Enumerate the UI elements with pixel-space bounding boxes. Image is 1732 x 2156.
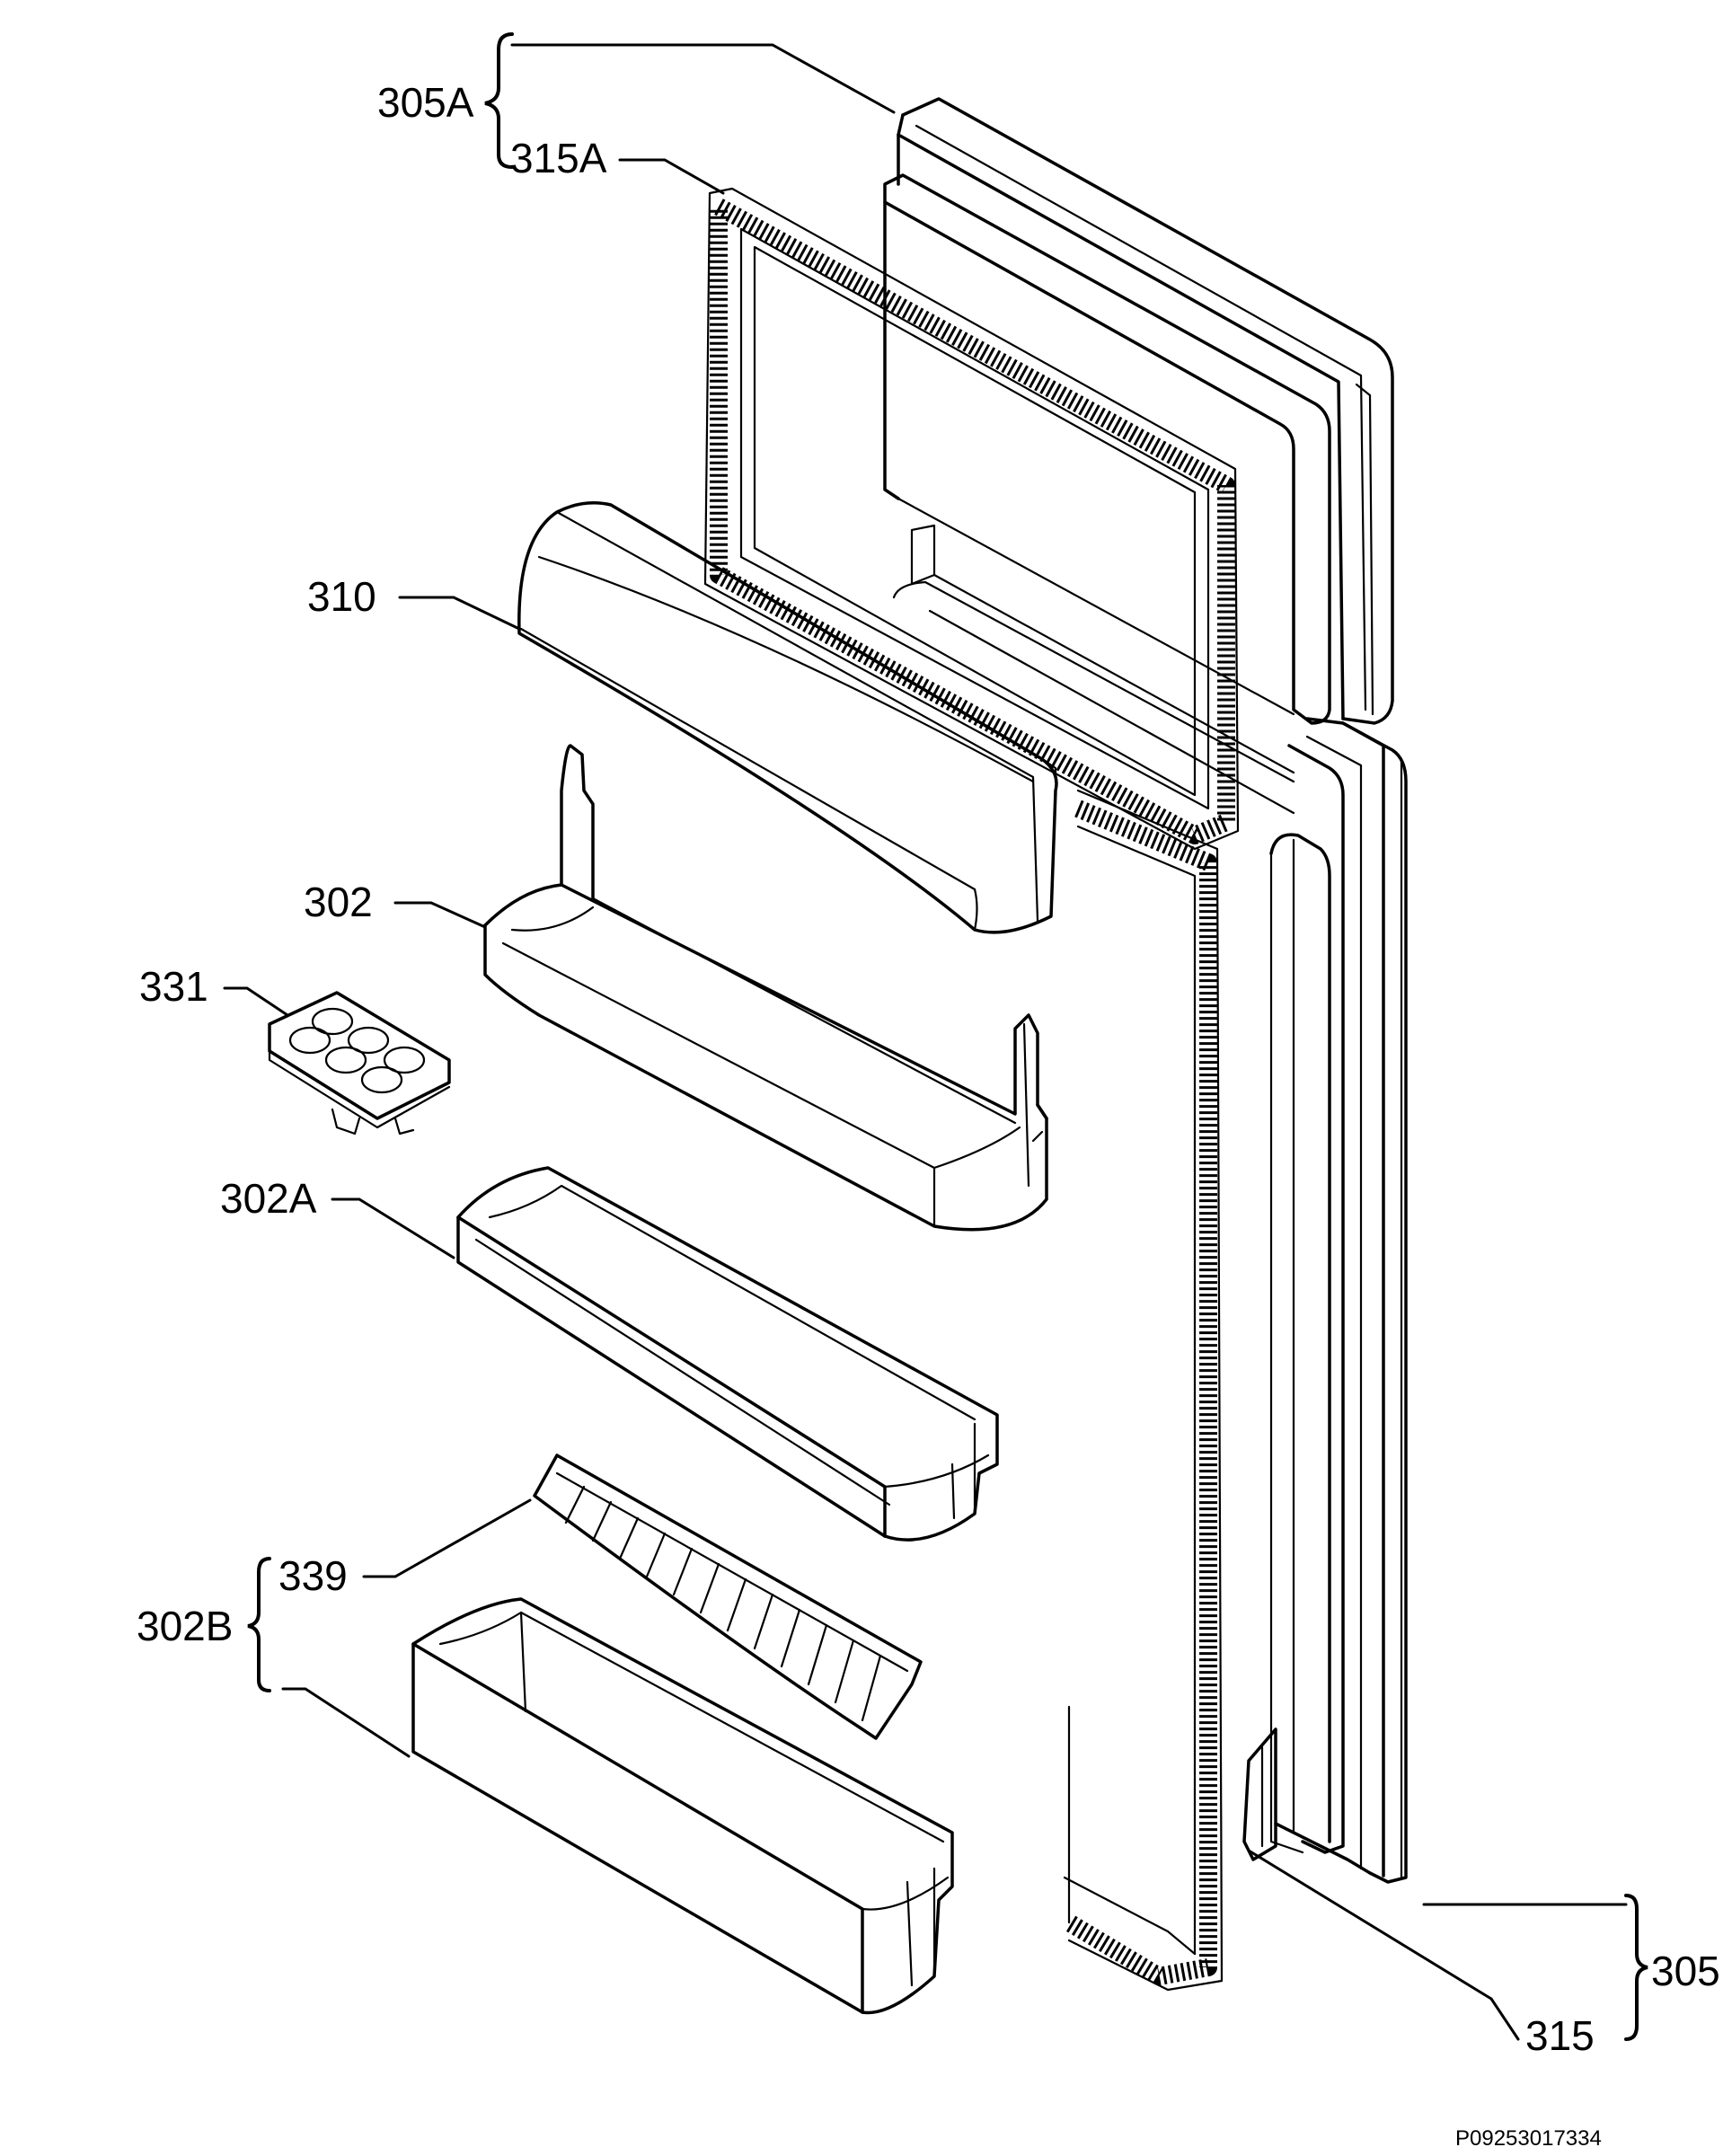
label-339: 339: [278, 1552, 348, 1599]
diagram-reference-code: P09253017334: [1455, 2126, 1602, 2151]
label-331: 331: [139, 963, 208, 1010]
part-305-lower-door: [1242, 717, 1408, 1884]
label-315: 315: [1525, 2012, 1595, 2059]
label-302b: 302B: [137, 1603, 233, 1649]
part-302a-door-shelf: [456, 1166, 999, 1542]
part-302-door-shelf: [483, 744, 1048, 1232]
label-310: 310: [307, 573, 376, 620]
part-315a-upper-gasket: [703, 187, 1240, 851]
label-302a: 302A: [220, 1175, 317, 1222]
leader-lines: [223, 43, 1628, 2041]
part-331-egg-tray: [268, 991, 451, 1135]
brace-302b: [247, 1557, 271, 1692]
label-315a: 315A: [510, 135, 607, 181]
brace-305a-315a: [484, 32, 514, 169]
label-305: 305: [1651, 1948, 1720, 1994]
brace-305-315: [1624, 1894, 1648, 2041]
label-305a: 305A: [377, 79, 474, 126]
part-310-dairy-cover: [517, 501, 1058, 934]
part-302b-door-shelf: [411, 1597, 954, 2015]
part-339-bottle-retainer: [533, 1454, 923, 1740]
part-305a-upper-door: [883, 97, 1394, 815]
part-315-lower-gasket: [1063, 789, 1224, 1992]
label-302: 302: [304, 879, 373, 925]
